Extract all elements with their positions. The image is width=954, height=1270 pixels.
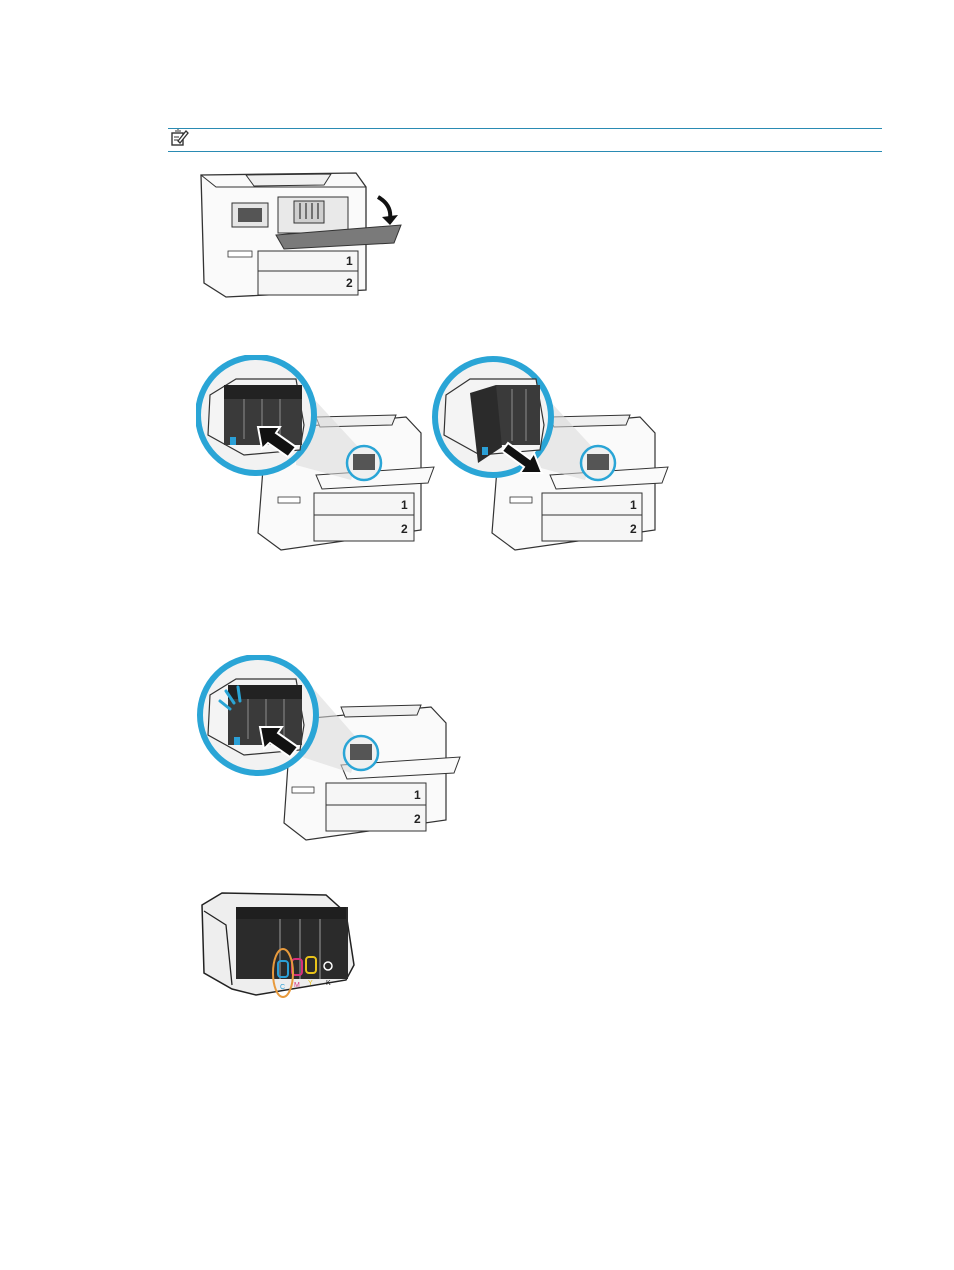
figure-pull-cartridge-out: 1 2	[430, 355, 670, 555]
note-bottom-rule	[168, 151, 882, 152]
slot-letter-yellow: Y	[308, 980, 313, 987]
tray-1-label-2b: 1	[630, 498, 637, 512]
slot-letter-magenta: M	[294, 982, 300, 989]
tray-2-label-3: 2	[414, 812, 421, 826]
figure-push-cartridge-release: 1 2	[196, 355, 436, 555]
figure-open-cartridge-door: 1 2	[196, 165, 416, 305]
slot-letter-cyan: C	[280, 984, 285, 991]
figure-insert-new-cartridge: 1 2	[196, 655, 466, 845]
note-icon-wrap	[170, 128, 190, 148]
tray-2-label: 2	[346, 276, 353, 290]
note-pencil-icon	[170, 128, 190, 148]
tray-2-label-2a: 2	[401, 522, 408, 536]
tray-1-label-3: 1	[414, 788, 421, 802]
slot-letter-black: K	[326, 980, 331, 987]
tray-1-label-2a: 1	[401, 498, 408, 512]
tray-2-label-2b: 2	[630, 522, 637, 536]
note-top-rule	[168, 128, 882, 129]
figure-cartridge-slot-colors: C M Y K	[196, 885, 366, 1005]
tray-1-label: 1	[346, 254, 353, 268]
